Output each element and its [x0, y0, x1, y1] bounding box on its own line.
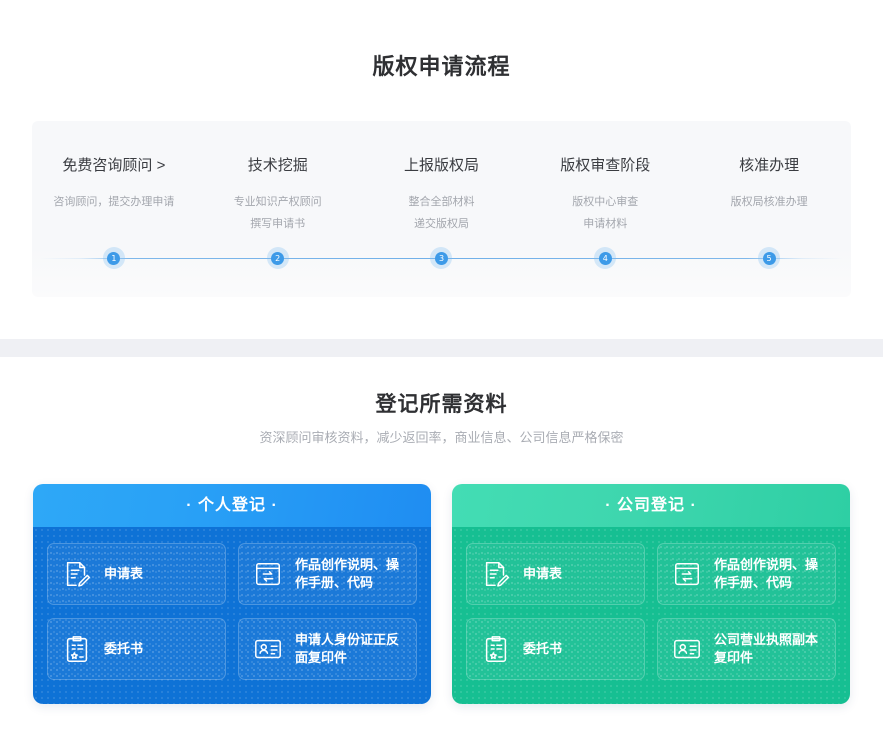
- process-steps-panel: 免费咨询顾问 > 咨询顾问，提交办理申请 技术挖掘 专业知识产权顾问 撰写申请书…: [32, 121, 851, 297]
- card-header: · 个人登记 ·: [33, 484, 431, 527]
- company-registration-card[interactable]: · 公司登记 · 申请表: [452, 484, 850, 704]
- material-item-label: 委托书: [523, 641, 563, 656]
- timeline-dot-cell: 1: [32, 247, 196, 269]
- step-desc-line1: 整合全部材料: [408, 196, 475, 208]
- timeline-dot-number: 2: [271, 251, 285, 265]
- material-item-label: 公司营业执照副本复印件: [714, 632, 819, 665]
- material-item[interactable]: 公司营业执照副本复印件: [657, 618, 836, 680]
- materials-section: 登记所需资料 资深顾问审核资料，减少返回率，商业信息、公司信息严格保密 · 个人…: [0, 357, 883, 704]
- timeline-dots: 1 2 3 4: [32, 247, 851, 269]
- step-desc-line1: 咨询顾问，提交办理申请: [53, 196, 175, 208]
- card-body: 申请表 作品创作说明、操作手册、代码: [33, 527, 431, 704]
- step-title: 版权审查阶段: [560, 157, 651, 174]
- process-step[interactable]: 上报版权局 整合全部材料 递交版权局: [360, 155, 524, 235]
- step-title: 核准办理: [739, 157, 800, 174]
- material-item[interactable]: 委托书: [466, 618, 645, 680]
- process-timeline: 1 2 3 4: [32, 247, 851, 269]
- section-divider: [0, 339, 883, 357]
- step-desc-line2: 申请材料: [583, 218, 628, 230]
- materials-subtitle: 资深顾问审核资料，减少返回率，商业信息、公司信息严格保密: [259, 430, 624, 445]
- process-section: 版权申请流程 免费咨询顾问 > 咨询顾问，提交办理申请 技术挖掘 专业知识产权顾…: [0, 0, 883, 297]
- timeline-dot[interactable]: 3: [430, 247, 453, 269]
- timeline-dot-number: 4: [598, 251, 612, 265]
- material-item-label: 委托书: [104, 641, 144, 656]
- step-title: 上报版权局: [403, 157, 479, 174]
- process-step[interactable]: 免费咨询顾问 > 咨询顾问，提交办理申请: [32, 155, 196, 235]
- timeline-dot[interactable]: 2: [266, 247, 289, 269]
- step-desc-line2: 递交版权局: [413, 218, 469, 230]
- document-pencil-icon: [62, 559, 92, 589]
- material-item[interactable]: 申请人身份证正反面复印件: [238, 618, 417, 680]
- timeline-dot-cell: 4: [523, 247, 687, 269]
- materials-items-grid: 申请表 作品创作说明、操作手册、代码: [466, 543, 836, 680]
- timeline-dot[interactable]: 1: [102, 247, 125, 269]
- clipboard-certificate-icon: [62, 634, 92, 664]
- document-pencil-icon: [481, 559, 511, 589]
- material-item-label: 申请表: [104, 566, 144, 581]
- page-title: 版权申请流程: [372, 54, 511, 79]
- timeline-dot-number: 1: [107, 251, 121, 265]
- id-card-icon: [253, 634, 283, 664]
- timeline-dot-cell: 3: [360, 247, 524, 269]
- material-item[interactable]: 作品创作说明、操作手册、代码: [238, 543, 417, 605]
- timeline-dot-cell: 5: [687, 247, 851, 269]
- material-item-label: 申请表: [523, 566, 563, 581]
- timeline-dot-number: 5: [762, 251, 776, 265]
- step-desc-line1: 版权中心审查: [572, 196, 639, 208]
- process-step[interactable]: 版权审查阶段 版权中心审查 申请材料: [523, 155, 687, 235]
- timeline-dot-cell: 2: [196, 247, 360, 269]
- timeline-dot-number: 3: [434, 251, 448, 265]
- process-steps-row: 免费咨询顾问 > 咨询顾问，提交办理申请 技术挖掘 专业知识产权顾问 撰写申请书…: [32, 121, 851, 235]
- window-exchange-icon: [253, 559, 283, 589]
- step-desc-line1: 专业知识产权顾问: [233, 196, 322, 208]
- process-step[interactable]: 技术挖掘 专业知识产权顾问 撰写申请书: [196, 155, 360, 235]
- material-item[interactable]: 申请表: [466, 543, 645, 605]
- materials-cards-row: · 个人登记 · 申请表: [33, 484, 850, 704]
- process-step[interactable]: 核准办理 版权局核准办理: [687, 155, 851, 235]
- card-body: 申请表 作品创作说明、操作手册、代码: [452, 527, 850, 704]
- timeline-dot[interactable]: 5: [758, 247, 781, 269]
- step-desc-line1: 版权局核准办理: [730, 196, 808, 208]
- materials-title: 登记所需资料: [375, 393, 508, 416]
- material-item[interactable]: 作品创作说明、操作手册、代码: [657, 543, 836, 605]
- clipboard-certificate-icon: [481, 634, 511, 664]
- material-item-label: 作品创作说明、操作手册、代码: [295, 557, 400, 590]
- id-card-icon: [672, 634, 702, 664]
- materials-items-grid: 申请表 作品创作说明、操作手册、代码: [47, 543, 417, 680]
- material-item[interactable]: 委托书: [47, 618, 226, 680]
- step-title: 技术挖掘: [247, 157, 308, 174]
- step-desc-line2: 撰写申请书: [250, 218, 306, 230]
- card-header: · 公司登记 ·: [452, 484, 850, 527]
- material-item-label: 作品创作说明、操作手册、代码: [714, 557, 819, 590]
- timeline-dot[interactable]: 4: [594, 247, 617, 269]
- personal-registration-card[interactable]: · 个人登记 · 申请表: [33, 484, 431, 704]
- step-title: 免费咨询顾问 >: [62, 157, 166, 174]
- window-exchange-icon: [672, 559, 702, 589]
- material-item-label: 申请人身份证正反面复印件: [295, 632, 400, 665]
- material-item[interactable]: 申请表: [47, 543, 226, 605]
